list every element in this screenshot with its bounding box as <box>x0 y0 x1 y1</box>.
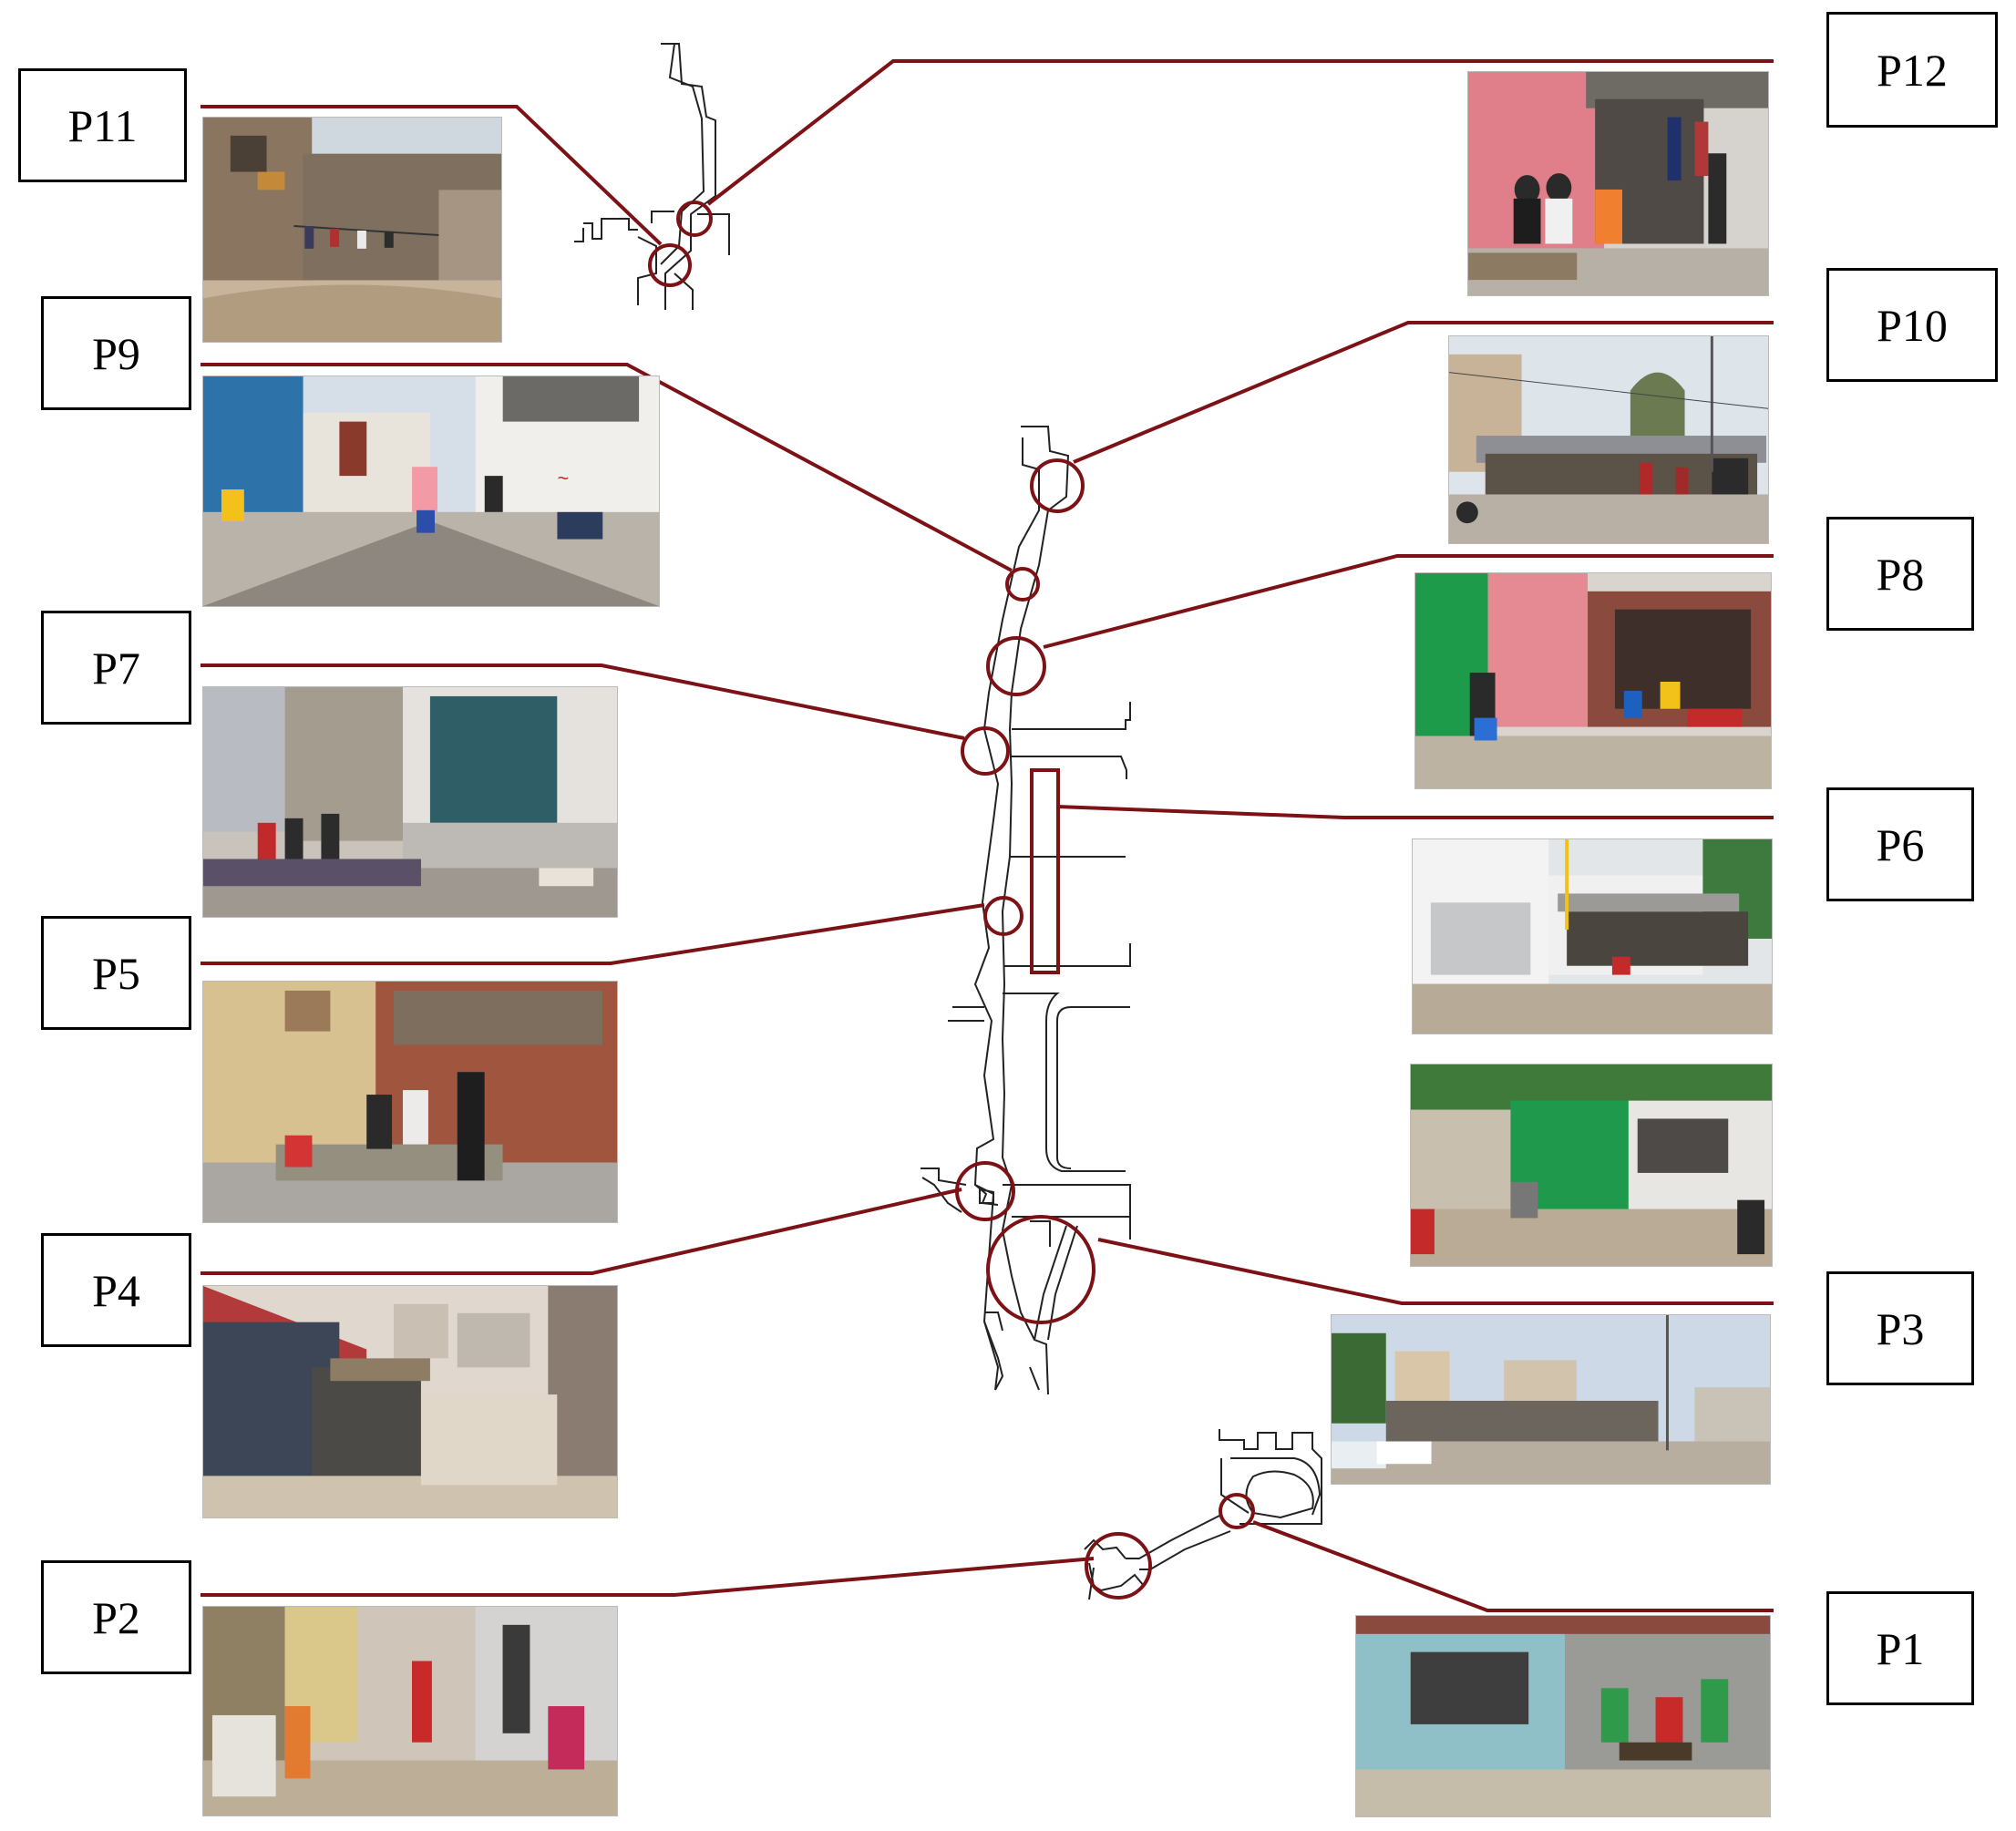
map-south-segment <box>1084 1429 1322 1600</box>
marker-p9 <box>1005 567 1040 602</box>
leader-p12 <box>706 59 1774 206</box>
svg-text:~: ~ <box>557 467 569 489</box>
label-p7: P7 <box>41 611 191 725</box>
marker-p3 <box>986 1215 1095 1324</box>
marker-p6 <box>1030 768 1060 974</box>
photo-p9: ~ <box>202 375 660 607</box>
leader-p10 <box>1073 321 1774 464</box>
label-p4: P4 <box>41 1233 191 1347</box>
photo-p6 <box>1412 838 1773 1034</box>
leader-p9 <box>201 363 1013 572</box>
leader-p7 <box>201 663 965 740</box>
label-p9: P9 <box>41 296 191 410</box>
photo-p10-image <box>1449 336 1768 543</box>
photo-p2-image <box>203 1607 617 1816</box>
marker-p1 <box>1219 1493 1255 1529</box>
leader-p3 <box>1097 1238 1774 1305</box>
marker-p10 <box>1030 458 1085 513</box>
photo-p3 <box>1331 1314 1771 1485</box>
label-p11: P11 <box>18 68 187 182</box>
label-p3: P3 <box>1826 1271 1974 1385</box>
marker-p11 <box>648 243 692 287</box>
photo-p1 <box>1355 1615 1771 1817</box>
leader-lines <box>201 59 1774 1612</box>
photo-p11 <box>202 117 502 343</box>
leader-p2 <box>201 1557 1095 1597</box>
label-p8: P8 <box>1826 517 1974 631</box>
photo-p6-image <box>1413 839 1772 1034</box>
leader-p8 <box>1043 554 1774 649</box>
photo-p11-image <box>203 118 501 342</box>
location-markers <box>648 201 1255 1600</box>
photo-p5-image <box>203 982 617 1222</box>
photo-p6b <box>1410 1064 1773 1267</box>
marker-p5 <box>983 896 1023 936</box>
photo-p7-image <box>203 687 617 917</box>
marker-p12 <box>676 201 713 237</box>
marker-p7 <box>961 726 1010 776</box>
photo-p12-image <box>1468 72 1768 295</box>
leader-p5 <box>201 903 985 965</box>
photo-p3-image <box>1332 1315 1770 1484</box>
photo-p8-image <box>1415 573 1771 788</box>
leader-p4 <box>201 1188 962 1275</box>
photo-p8 <box>1414 572 1772 789</box>
marker-p2 <box>1085 1532 1152 1600</box>
map-north-segment <box>574 43 730 310</box>
label-p10: P10 <box>1826 268 1998 382</box>
photo-p7 <box>202 686 618 918</box>
marker-p4 <box>955 1161 1015 1221</box>
photo-p10 <box>1448 335 1769 544</box>
leader-p11 <box>201 105 663 246</box>
label-p12: P12 <box>1826 12 1998 128</box>
photo-p1-image <box>1356 1616 1770 1816</box>
leader-p6 <box>1056 805 1774 819</box>
marker-p8 <box>986 636 1046 696</box>
photo-p9-image: ~ <box>203 376 659 606</box>
photo-p4 <box>202 1285 618 1518</box>
photo-p5 <box>202 981 618 1223</box>
photo-p2 <box>202 1606 618 1816</box>
photo-p6b-image <box>1411 1065 1772 1266</box>
label-p5: P5 <box>41 916 191 1030</box>
photo-p4-image <box>203 1286 617 1517</box>
label-p1: P1 <box>1826 1591 1974 1705</box>
photo-p12 <box>1467 71 1769 296</box>
label-p2: P2 <box>41 1560 191 1674</box>
leader-p1 <box>1252 1520 1774 1612</box>
label-p6: P6 <box>1826 787 1974 901</box>
